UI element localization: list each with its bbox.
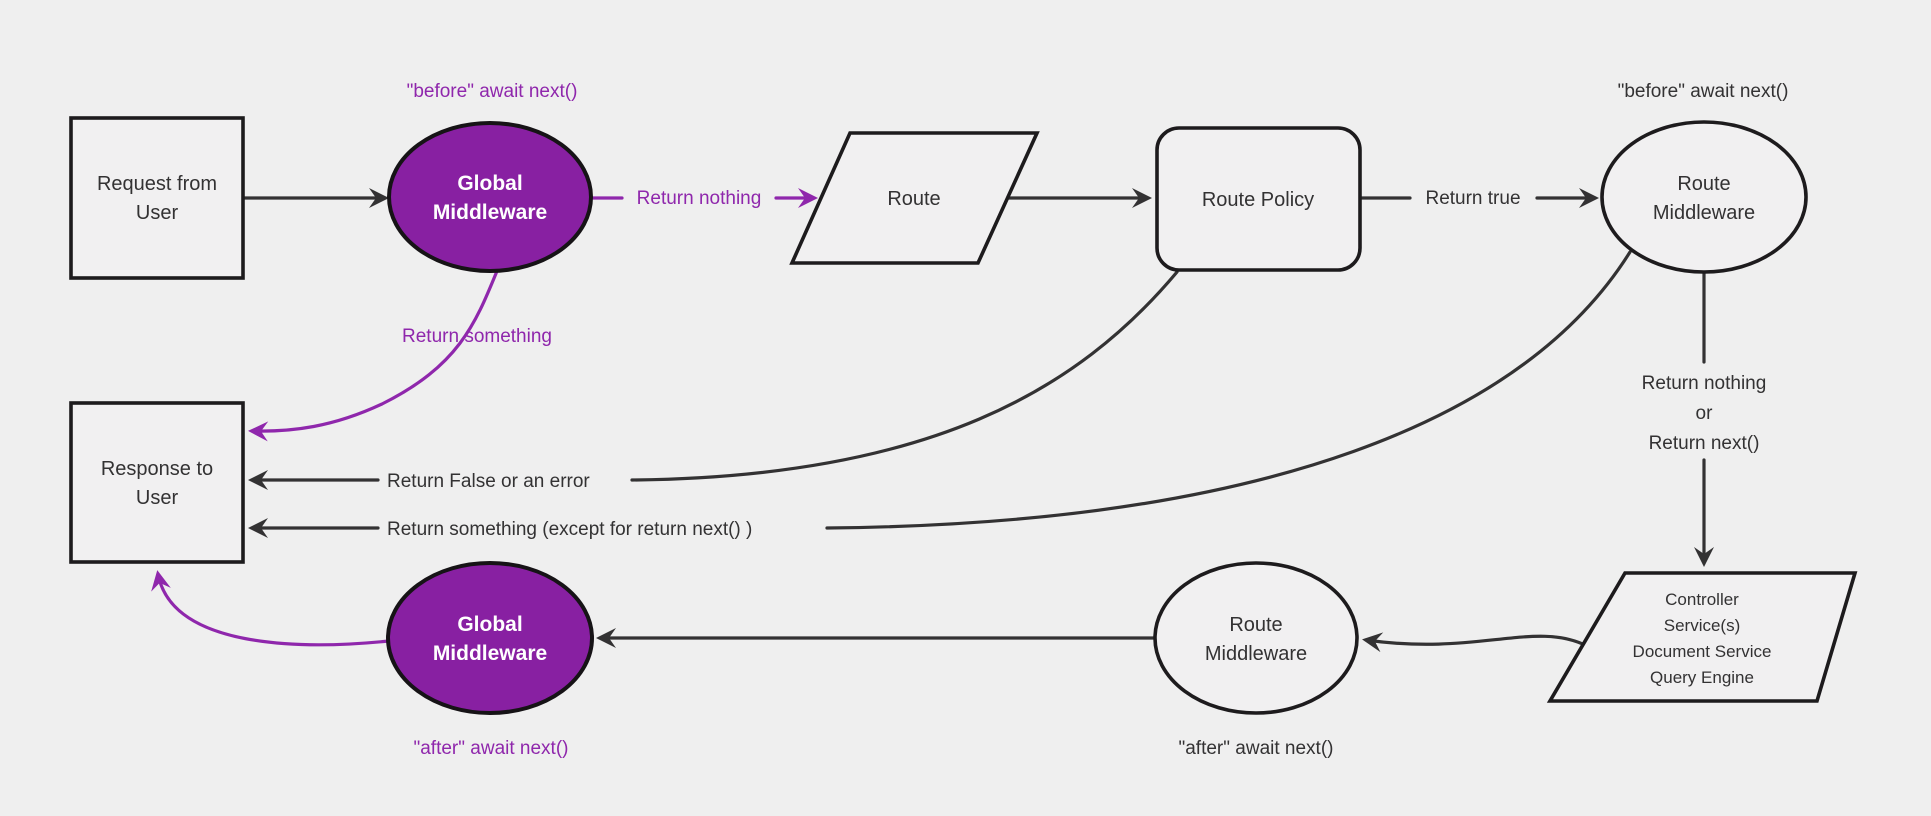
services-line3: Document Service: [1633, 642, 1772, 661]
label-after-await-route: "after" await next(): [1179, 738, 1334, 759]
route-middleware-bottom-line1: Route: [1229, 614, 1282, 636]
services-line1: Controller: [1665, 590, 1739, 609]
global-middleware-bottom-line2: Middleware: [433, 642, 547, 665]
label-return-nothing-or-line3: Return next(): [1649, 433, 1760, 454]
response-node-line1: Response to: [101, 458, 213, 480]
edge-global-top-to-response: [248, 269, 499, 442]
edge-routemw-to-response-curve: [825, 250, 1632, 530]
route-middleware-top-line1: Route: [1677, 173, 1730, 195]
response-to-user-node: [69, 401, 245, 564]
route-middleware-top-node: [1600, 120, 1808, 274]
services-line4: Query Engine: [1650, 668, 1754, 687]
route-node: [789, 131, 1040, 265]
label-return-nothing: Return nothing: [637, 188, 762, 209]
label-before-await-global: "before" await next(): [407, 81, 578, 102]
request-node-line2: User: [136, 202, 179, 224]
label-return-nothing-or-line1: Return nothing: [1642, 373, 1767, 394]
route-middleware-bottom-line2: Middleware: [1205, 643, 1307, 665]
label-after-await-global: "after" await next(): [414, 738, 569, 759]
response-node-line2: User: [136, 487, 179, 509]
route-middleware-bottom-node: [1153, 561, 1359, 715]
label-return-false-or-error: Return False or an error: [387, 471, 590, 492]
label-return-something: Return something: [402, 326, 552, 347]
global-middleware-top-line1: Global: [457, 172, 522, 195]
edge-services-to-routemw-bottom: [1362, 632, 1589, 653]
services-line2: Service(s): [1664, 616, 1741, 635]
global-middleware-bottom-node: [386, 561, 594, 715]
edge-policy-to-response-curve: [630, 270, 1179, 482]
services-node: [1546, 571, 1858, 703]
label-return-something-except: Return something (except for return next…: [387, 519, 752, 540]
global-middleware-top-node: [387, 121, 593, 273]
label-return-true: Return true: [1425, 188, 1520, 209]
route-middleware-top-line2: Middleware: [1653, 202, 1755, 224]
global-middleware-top-line2: Middleware: [433, 201, 547, 224]
edge-global-bottom-to-response: [151, 570, 391, 647]
route-node-label: Route: [887, 188, 940, 210]
label-before-await-route: "before" await next(): [1618, 81, 1789, 102]
global-middleware-bottom-line1: Global: [457, 613, 522, 636]
label-return-nothing-or-line2: or: [1696, 403, 1714, 424]
request-node-line1: Request from: [97, 173, 217, 195]
route-policy-node: [1155, 126, 1362, 272]
request-from-user-node: [69, 116, 245, 280]
route-policy-label: Route Policy: [1202, 189, 1314, 211]
